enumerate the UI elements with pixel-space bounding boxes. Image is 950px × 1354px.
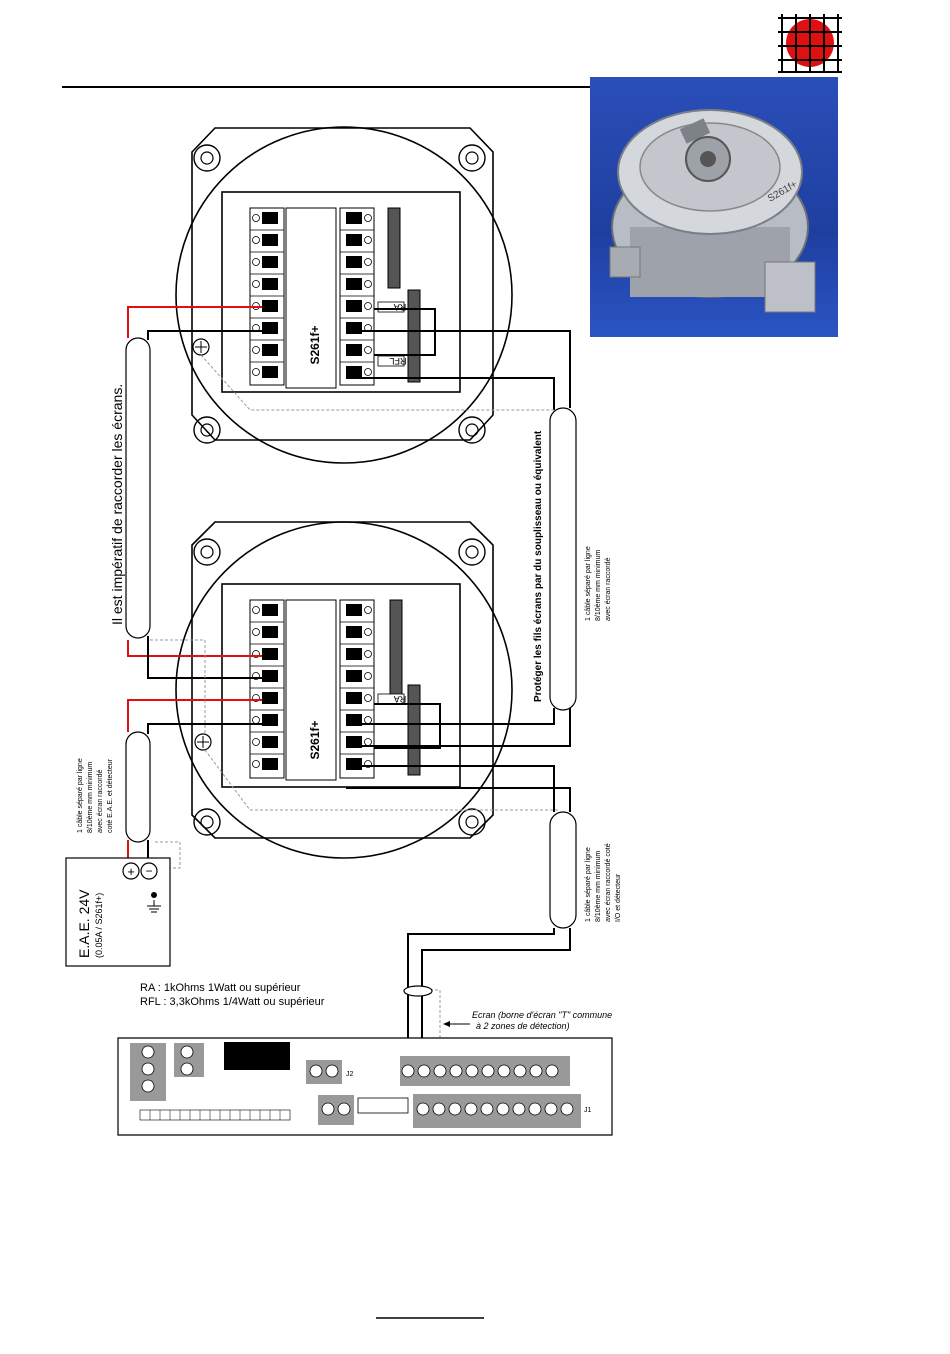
svg-text:avec écran raccordé: avec écran raccordé	[97, 769, 104, 833]
note-cable-right-1: 1 câble séparé par ligne 8/10ème mm mini…	[585, 546, 612, 621]
note-cable-left: 1 câble séparé par ligne 8/10ème mm mini…	[77, 758, 114, 833]
screen-note-line1: Ecran (borne d'écran "T" commune	[472, 1010, 612, 1020]
resistor-ra-bottom: RA	[394, 694, 407, 704]
svg-text:coté E.A.E. et détecteur: coté E.A.E. et détecteur	[107, 758, 114, 833]
detector-photo-icon: S261f+	[609, 109, 816, 313]
cable-sleeves	[125, 337, 577, 997]
legend-ra: RA : 1kOhms 1Watt ou supérieur	[140, 982, 301, 994]
svg-text:avec écran raccordé: avec écran raccordé	[605, 557, 612, 621]
svg-text:1 câble séparé par ligne: 1 câble séparé par ligne	[77, 758, 84, 833]
svg-text:I/O et détecteur: I/O et détecteur	[615, 873, 622, 922]
resistor-rfl-top: RFL	[389, 356, 406, 366]
module-label-top: S261f+	[308, 325, 322, 364]
power-supply-subtitle: (0.05A / S261f+)	[94, 893, 104, 958]
panel-j2-label: J2	[346, 1071, 354, 1078]
screen-arrow-icon	[443, 1021, 470, 1027]
note-protect-vertical: Protéger les fils écrans par du soupliss…	[533, 430, 544, 702]
ground-icon	[147, 900, 161, 913]
note-cable-right-2: 1 câble séparé par ligne 8/10ème mm mini…	[585, 843, 622, 922]
wires-black	[147, 308, 571, 1056]
svg-text:8/10ème mm minimum: 8/10ème mm minimum	[87, 762, 94, 833]
resistor-ra-top: RA	[394, 302, 407, 312]
note-screens-vertical: Il est impératif de raccorder les écrans…	[109, 384, 125, 625]
terminal-plus: +	[127, 864, 135, 879]
svg-text:avec écran raccordé coté: avec écran raccordé coté	[605, 843, 612, 922]
screen-note-line2: à 2 zones de détection)	[476, 1021, 570, 1031]
wires-red	[127, 306, 262, 868]
detector-housing-top: RA RFL S261f+	[175, 126, 513, 464]
module-label-bottom: S261f+	[308, 720, 322, 759]
svg-text:8/10ème mm minimum: 8/10ème mm minimum	[595, 550, 602, 621]
detector-housing-bottom: RA S261f+	[175, 521, 513, 859]
power-supply-title: E.A.E. 24V	[76, 889, 92, 958]
svg-text:1 câble séparé par ligne: 1 câble séparé par ligne	[585, 546, 592, 621]
control-panel-board: J2 J1	[117, 1037, 613, 1136]
terminal-minus: −	[145, 864, 152, 878]
svg-text:1 câble séparé par ligne: 1 câble séparé par ligne	[585, 847, 592, 922]
legend-rfl: RFL : 3,3kOhms 1/4Watt ou supérieur	[140, 996, 325, 1008]
svg-text:8/10ème mm minimum: 8/10ème mm minimum	[595, 851, 602, 922]
power-supply-box: E.A.E. 24V (0.05A / S261f+) + −	[65, 857, 171, 967]
detector-photo: S261f+	[590, 77, 838, 337]
panel-j1-label: J1	[584, 1107, 592, 1114]
red-grid-globe-logo-icon	[778, 14, 842, 73]
